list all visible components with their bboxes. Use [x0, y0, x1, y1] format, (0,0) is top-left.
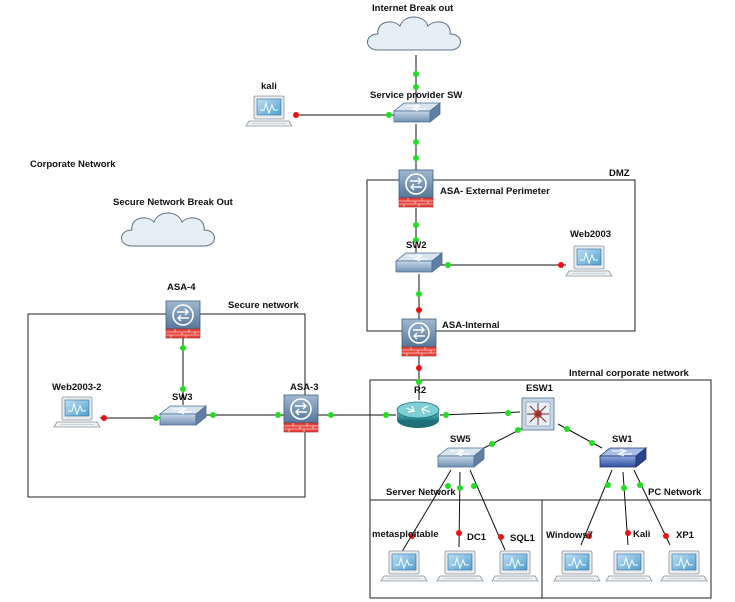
label-pc-network: PC Network — [648, 487, 702, 498]
label-service-provider-sw: Service provider SW — [370, 90, 462, 101]
sw1-switch-icon[interactable] — [599, 447, 647, 468]
label-r2: R2 — [414, 385, 426, 396]
label-sql1: SQL1 — [510, 533, 536, 544]
internal-network-box — [369, 379, 712, 599]
dmz-box — [366, 179, 636, 332]
label-sw3: SW3 — [172, 392, 193, 403]
label-asa-external: ASA- External Perimeter — [440, 186, 550, 197]
asa-4-firewall-icon[interactable] — [165, 300, 201, 339]
asa-internal-firewall-icon[interactable] — [401, 318, 437, 357]
label-secure-breakout: Secure Network Break Out — [113, 197, 234, 208]
label-corporate-network: Corporate Network — [30, 159, 116, 170]
label-metasploitable: metasploitable — [372, 529, 439, 540]
sql1-pc-icon[interactable] — [491, 550, 539, 582]
service-provider-switch-icon[interactable] — [393, 102, 441, 123]
label-server-network: Server Network — [386, 487, 456, 498]
r2-router-icon[interactable] — [396, 401, 440, 429]
label-xp1: XP1 — [676, 530, 695, 541]
sw2-switch-icon[interactable] — [395, 252, 443, 273]
metasploitable-pc-icon[interactable] — [380, 550, 428, 582]
label-internal-network: Internal corporate network — [569, 368, 690, 379]
sw3-switch-icon[interactable] — [159, 405, 207, 426]
asa-3-firewall-icon[interactable] — [283, 394, 319, 433]
web2003-pc-icon[interactable] — [565, 245, 613, 277]
dc1-pc-icon[interactable] — [436, 550, 484, 582]
label-asa-3: ASA-3 — [290, 382, 319, 393]
kali-pc-icon[interactable] — [245, 95, 293, 127]
label-asa-4: ASA-4 — [167, 282, 196, 293]
label-sw5: SW5 — [450, 434, 471, 445]
label-secure-network: Secure network — [228, 300, 299, 311]
label-internet-breakout: Internet Break out — [372, 3, 454, 14]
web2003-2-pc-icon[interactable] — [53, 396, 101, 428]
label-web2003-2: Web2003-2 — [52, 382, 101, 393]
label-esw1: ESW1 — [526, 383, 554, 394]
label-asa-internal: ASA-Internal — [442, 320, 500, 331]
asa-external-firewall-icon[interactable] — [398, 169, 434, 208]
label-kali-pc: Kali — [633, 529, 650, 540]
label-windows7: Windows7 — [546, 530, 593, 541]
internet-cloud-icon — [367, 16, 461, 51]
label-dmz: DMZ — [609, 168, 630, 179]
label-sw1: SW1 — [612, 434, 633, 445]
link-status-dots — [101, 71, 669, 540]
sw5-switch-icon[interactable] — [437, 447, 485, 468]
secure-breakout-cloud-icon — [121, 212, 215, 247]
xp1-pc-icon[interactable] — [660, 550, 708, 582]
windows7-pc-icon[interactable] — [553, 550, 601, 582]
label-dc1: DC1 — [467, 532, 487, 543]
kali-pc2-icon[interactable] — [605, 550, 653, 582]
label-sw2: SW2 — [406, 240, 427, 251]
link-sw5-metasploitable — [399, 469, 452, 556]
label-kali: kali — [261, 81, 277, 92]
esw1-layer3-switch-icon[interactable] — [521, 397, 555, 431]
label-web2003: Web2003 — [570, 229, 611, 240]
